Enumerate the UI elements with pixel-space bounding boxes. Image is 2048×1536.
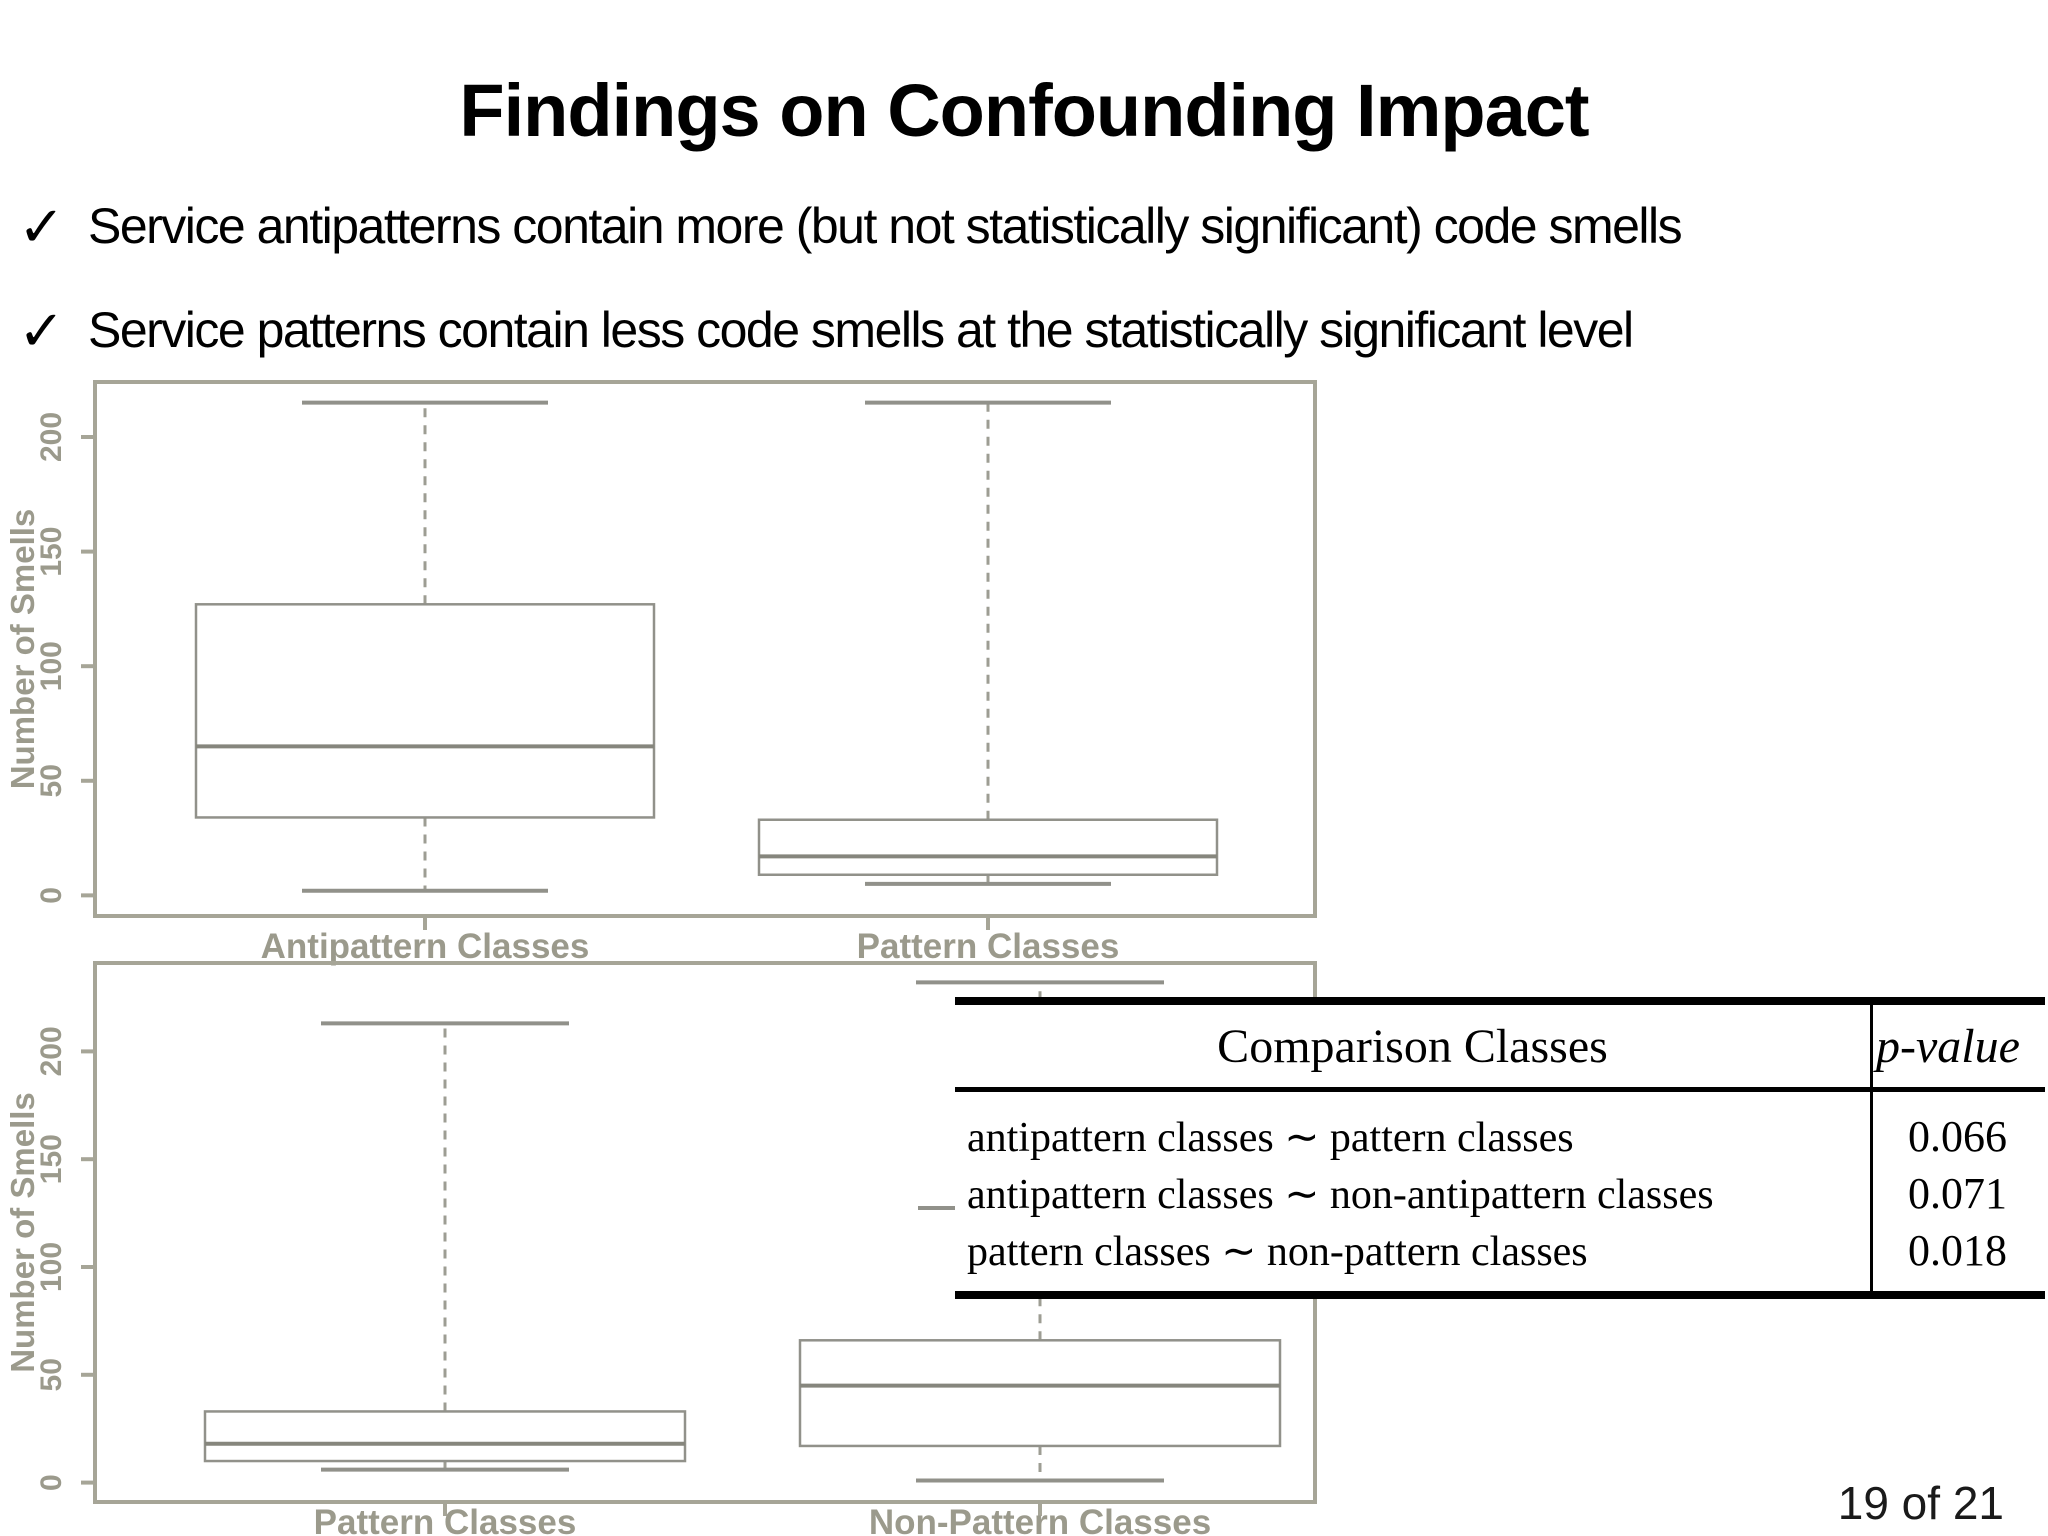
y-tick-label: 50 (35, 764, 68, 797)
table-body: antipattern classes ∼ pattern classes 0.0… (955, 1092, 2045, 1291)
pvalue-cell: 0.018 (1908, 1226, 2007, 1275)
table-column-divider (1870, 1005, 1873, 1291)
page-number: 19 of 21 (1837, 1477, 2004, 1529)
bullet-item-antipatterns: ✓ Service antipatterns contain more (but… (18, 195, 1683, 258)
table-header-pvalue: p-value (1876, 1019, 2020, 1073)
y-axis-label: Number of Smells (4, 509, 41, 790)
table-header-row: Comparison Classes p-value (955, 1005, 2045, 1092)
comparison-cell: antipattern classes ∼ non-antipattern cl… (967, 1171, 1714, 1218)
table-row: pattern classes ∼ non-pattern classes 0.0… (955, 1222, 2045, 1279)
y-tick-label: 200 (35, 1026, 68, 1076)
bullet-text: Service antipatterns contain more (but n… (88, 198, 1683, 254)
y-tick-label: 100 (35, 1242, 68, 1292)
x-category-label: Pattern Classes (857, 927, 1120, 966)
y-tick-label: 150 (35, 1134, 68, 1184)
iqr-box (194, 603, 656, 819)
checkmark-icon: ✓ (18, 195, 65, 258)
pvalue-table: Comparison Classes p-value antipattern c… (955, 997, 2045, 1299)
y-axis-label: Number of Smells (4, 1092, 41, 1373)
iqr-box (757, 818, 1219, 876)
iqr-box (203, 1410, 687, 1463)
y-tick-label: 100 (35, 641, 68, 691)
y-tick-label: 200 (35, 412, 68, 462)
comparison-cell: pattern classes ∼ non-pattern classes (967, 1228, 1588, 1275)
y-tick-label: 150 (35, 527, 68, 577)
table-row: antipattern classes ∼ non-antipattern cl… (955, 1165, 2045, 1222)
x-category-label: Non-Pattern Classes (869, 1503, 1211, 1536)
table-header-comparison: Comparison Classes (1217, 1019, 1608, 1073)
y-tick-label: 0 (35, 887, 68, 904)
checkmark-icon: ✓ (18, 299, 65, 362)
y-tick-label: 0 (35, 1474, 68, 1491)
pvalue-cell: 0.066 (1908, 1112, 2007, 1161)
comparison-cell: antipattern classes ∼ pattern classes (967, 1114, 1574, 1161)
x-category-label: Antipattern Classes (261, 927, 590, 966)
bullet-text: Service patterns contain less code smell… (88, 302, 1634, 358)
pvalue-cell: 0.071 (1908, 1169, 2007, 1218)
y-tick-label: 50 (35, 1358, 68, 1391)
bullet-item-patterns: ✓ Service patterns contain less code sme… (18, 299, 1634, 362)
x-category-label: Pattern Classes (314, 1503, 577, 1536)
iqr-box (798, 1339, 1282, 1448)
table-row: antipattern classes ∼ pattern classes 0.0… (955, 1108, 2045, 1165)
plot-frame (93, 380, 1317, 918)
slide-title: Findings on Confounding Impact (459, 68, 1589, 152)
